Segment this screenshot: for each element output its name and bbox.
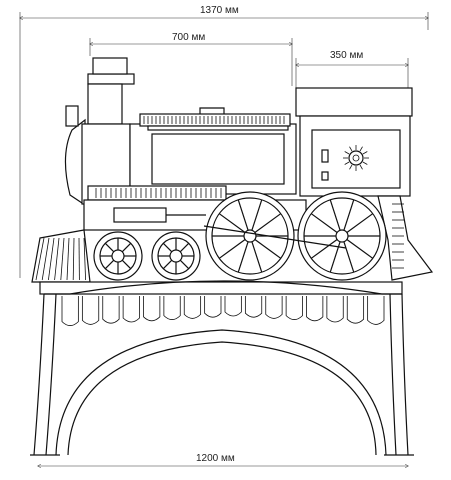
dimension-cab-label: 350 мм [330,50,363,61]
dimension-firebox-label: 700 мм [172,32,205,43]
rear-ladder [377,195,434,281]
grill-slats [143,116,285,124]
small-wheel-front [93,231,143,281]
driving-wheel-rear [297,191,387,281]
chimney [87,57,135,125]
driving-wheel-front [205,191,295,281]
dimension-base-label: 1200 мм [196,453,235,464]
grill-body [129,107,297,195]
dimension-overall-label: 1370 мм [200,5,239,16]
cab [295,87,413,197]
dimension-cab: 350 мм [296,50,408,90]
sun-ornament-icon [343,145,369,171]
bridge-stand [30,280,414,456]
small-wheel-rear [151,231,201,281]
dimension-base: 1200 мм [38,453,408,466]
cow-catcher [31,229,91,283]
connecting-rod [203,225,347,249]
dimension-overall: 1370 мм [20,5,428,278]
dimension-firebox: 700 мм [90,32,292,86]
